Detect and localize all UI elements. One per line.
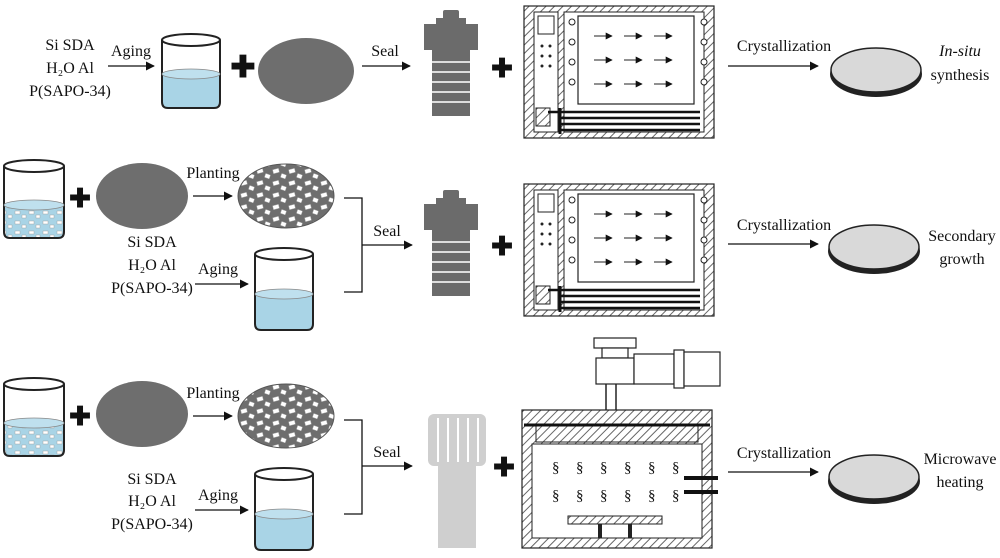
crystallization-label: Crystallization: [737, 38, 831, 55]
ingredient-p-sapo34: P(SAPO-34): [29, 83, 111, 100]
substrate-disc: [258, 38, 354, 104]
seal-label: Seal: [371, 43, 399, 60]
product-membrane: [830, 47, 922, 97]
microwave-reactor-icon: § § § § § § § § § § § §: [521, 337, 721, 549]
aging-label: Aging: [198, 487, 238, 504]
svg-text:§: §: [624, 488, 632, 504]
aging-label: Aging: [111, 43, 151, 60]
ingredient-p-sapo34: P(SAPO-34): [111, 516, 193, 533]
svg-text:§: §: [648, 488, 656, 504]
svg-text:§: §: [600, 488, 608, 504]
ingredient-p-sapo34: P(SAPO-34): [111, 280, 193, 297]
plus-icon: ✚: [69, 184, 91, 213]
svg-text:§: §: [600, 460, 608, 476]
seal-label: Seal: [373, 223, 401, 240]
svg-text:§: §: [672, 488, 680, 504]
svg-text:§: §: [576, 488, 584, 504]
substrate-disc: [96, 381, 188, 447]
seeded-substrate: [237, 383, 335, 449]
seed-beaker-icon: [3, 377, 65, 457]
svg-text:§: §: [552, 488, 560, 504]
autoclave-icon: [424, 190, 478, 296]
svg-text:§: §: [648, 460, 656, 476]
plus-icon: ✚: [493, 453, 515, 482]
plus-icon: ✚: [491, 232, 513, 261]
result-label: synthesis: [931, 67, 990, 84]
seal-label: Seal: [373, 444, 401, 461]
ingredient-si-sda: Si SDA: [45, 37, 95, 54]
ingredient-h2o-al: H₂O Al: [46, 60, 94, 77]
merge-bracket: [344, 419, 363, 515]
result-label: Secondary: [928, 228, 996, 245]
autoclave-icon: [424, 10, 478, 116]
oven-icon: [523, 183, 715, 317]
beaker-icon: [254, 467, 314, 551]
ptfe-vessel-icon: [428, 414, 486, 548]
planting-label: Planting: [186, 385, 239, 402]
seed-beaker-icon: [3, 159, 65, 239]
oven-icon: [523, 5, 715, 139]
substrate-disc: [96, 163, 188, 229]
ingredient-si-sda: Si SDA: [127, 234, 177, 251]
ingredient-h2o-al: H₂O Al: [128, 257, 176, 274]
ingredient-si-sda: Si SDA: [127, 471, 177, 488]
planting-label: Planting: [186, 165, 239, 182]
result-label: growth: [939, 251, 984, 268]
product-membrane: [828, 224, 920, 274]
crystallization-label: Crystallization: [737, 217, 831, 234]
beaker-icon: [254, 247, 314, 331]
svg-text:§: §: [672, 460, 680, 476]
svg-text:§: §: [552, 460, 560, 476]
beaker-icon: [161, 33, 221, 109]
result-label: In-situ: [938, 43, 981, 60]
ingredient-h2o-al: H₂O Al: [128, 493, 176, 510]
merge-bracket: [344, 197, 363, 293]
row-3-microwave: ✚ Planting Si SDA H₂O Al P(SAPO-34) Agin…: [3, 337, 997, 551]
row-2-secondary-growth: ✚ Planting Si SDA H₂O Al P(SAPO-34) Agin…: [3, 159, 996, 331]
result-label: Microwave: [924, 451, 997, 468]
svg-text:§: §: [576, 460, 584, 476]
plus-icon: ✚: [230, 51, 255, 84]
plus-icon: ✚: [69, 402, 91, 431]
svg-text:§: §: [624, 460, 632, 476]
crystallization-label: Crystallization: [737, 445, 831, 462]
seeded-substrate: [237, 163, 335, 229]
aging-label: Aging: [198, 261, 238, 278]
plus-icon: ✚: [491, 54, 513, 83]
product-membrane: [828, 454, 920, 504]
row-1-in-situ: Si SDA H₂O Al P(SAPO-34) Aging ✚ Seal: [29, 5, 990, 139]
result-label: heating: [936, 474, 983, 491]
